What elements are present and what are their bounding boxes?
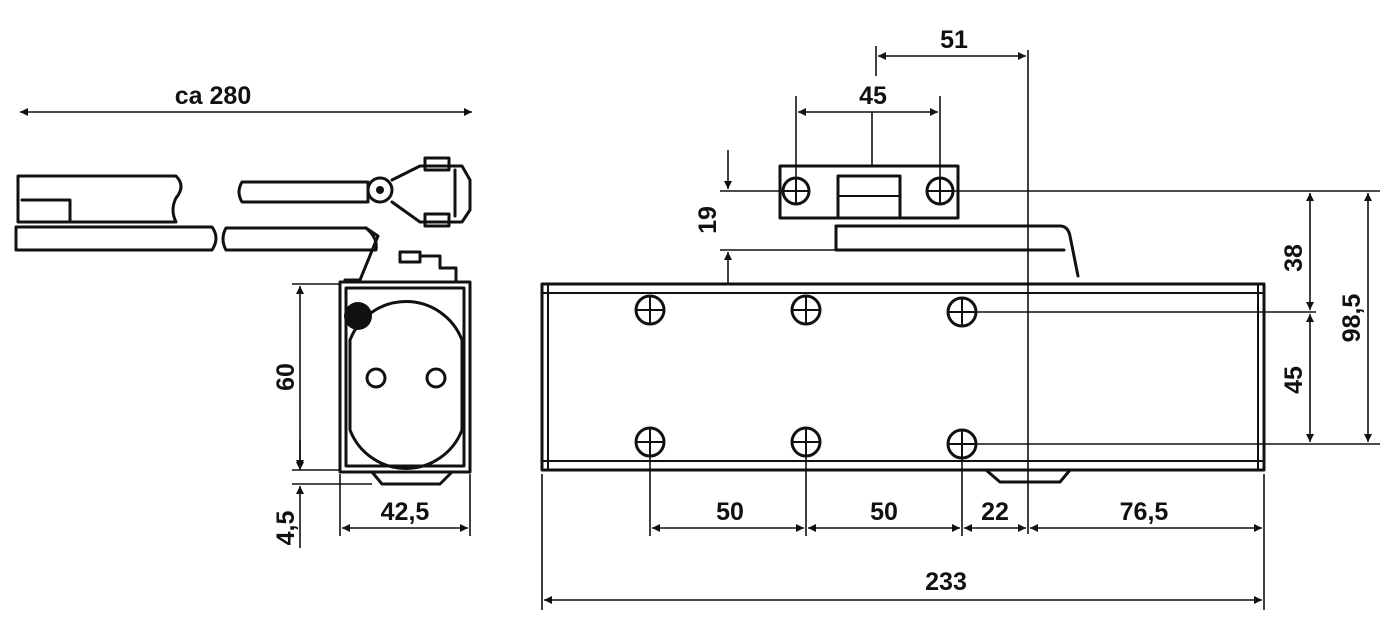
dim-body-width: 42,5 xyxy=(339,474,471,536)
arm-left-segment xyxy=(14,174,218,252)
closer-body-front-view xyxy=(540,282,1266,484)
label-body-height: 60 xyxy=(272,363,300,391)
dim-bracket-offset: 51 xyxy=(875,26,1026,76)
label-bracket-height: 19 xyxy=(694,206,722,234)
mounting-holes xyxy=(634,294,978,460)
label-bracket-hole-spacing: 45 xyxy=(859,82,887,110)
hole-icon xyxy=(946,428,978,460)
label-bracket-offset: 51 xyxy=(940,26,968,54)
dim-horizontal-chain: 50 50 22 76,5 xyxy=(541,456,1265,610)
label-arm-length: ca 280 xyxy=(175,82,251,110)
dim-bracket-hole-spacing: 45 xyxy=(795,82,941,178)
label-hole-to-axis: 22 xyxy=(981,498,1009,526)
label-hole-to-top: 38 xyxy=(1280,244,1308,272)
label-hole-spacing-2: 50 xyxy=(870,498,898,526)
arm-joint xyxy=(366,156,472,282)
dim-bracket-height: 19 xyxy=(694,150,836,284)
arm-bracket xyxy=(778,164,1080,278)
label-hole-spacing-vertical: 45 xyxy=(1280,366,1308,394)
hole-icon xyxy=(790,294,822,326)
label-hole-spacing-1: 50 xyxy=(716,498,744,526)
hole-icon xyxy=(634,294,666,326)
dim-base-offset: 4,5 xyxy=(272,440,372,548)
label-body-width: 42,5 xyxy=(381,498,430,526)
hole-icon xyxy=(946,296,978,328)
hole-icon xyxy=(790,426,822,458)
hole-icon xyxy=(634,426,666,458)
label-total-length: 233 xyxy=(925,568,967,596)
dim-arm-length: ca 280 xyxy=(20,82,472,116)
front-view: 51 45 19 38 45 98,5 xyxy=(540,26,1380,610)
dim-vertical-right: 38 45 98,5 xyxy=(954,190,1380,445)
side-view: ca 280 60 4,5 42,5 xyxy=(14,82,472,548)
arm-right-segment xyxy=(221,180,380,282)
dim-total-length: 233 xyxy=(544,568,1262,604)
dim-body-height: 60 xyxy=(272,283,340,471)
label-axis-to-end: 76,5 xyxy=(1120,498,1169,526)
label-base-offset: 4,5 xyxy=(272,511,300,546)
closer-body-end-view xyxy=(338,280,472,486)
label-total-height: 98,5 xyxy=(1338,294,1366,343)
